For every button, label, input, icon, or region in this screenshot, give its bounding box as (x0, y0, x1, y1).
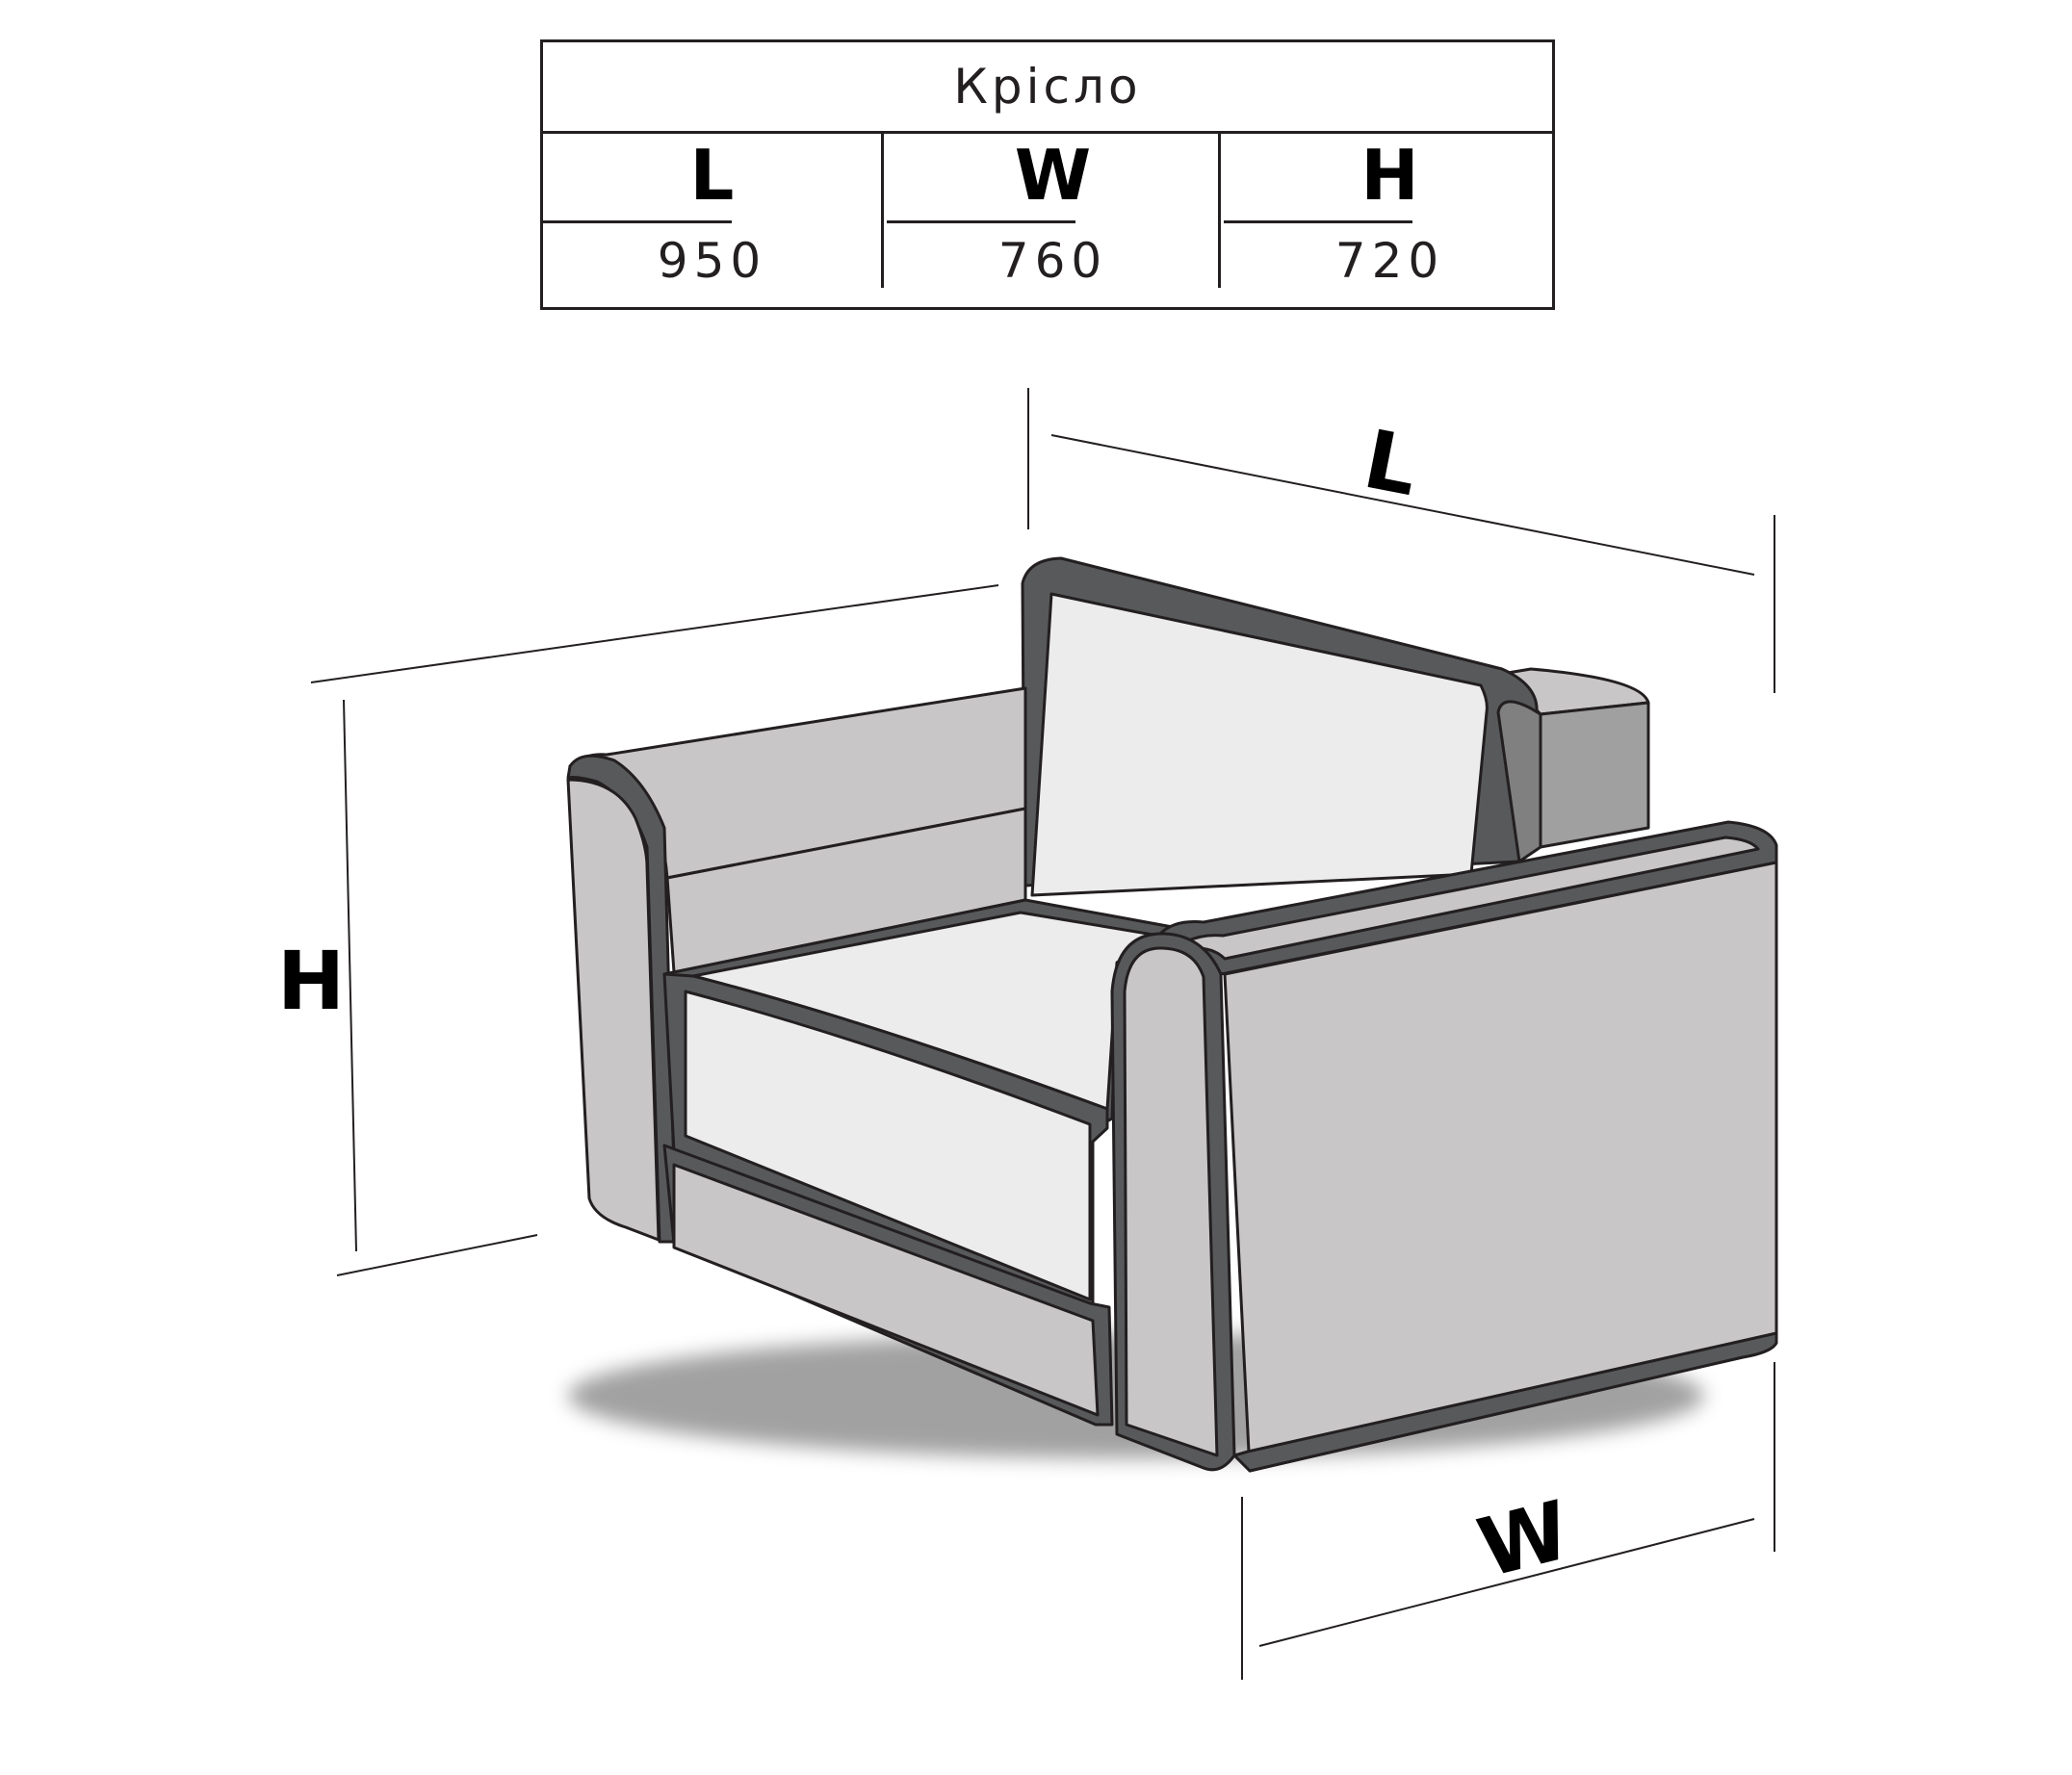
seat-front-face (684, 990, 1092, 1301)
armchair (566, 556, 1778, 1473)
column-length: L 950 (543, 134, 881, 289)
column-divider (881, 134, 884, 288)
left-arm-front (566, 778, 660, 1242)
column-length-rule (543, 220, 732, 223)
column-height-rule (1224, 220, 1412, 223)
dim-length-line (1050, 434, 1755, 576)
table-title: Крісло (543, 42, 1552, 134)
dim-width-line (1258, 1518, 1755, 1647)
backrest-side (1496, 700, 1542, 863)
column-divider (1218, 134, 1221, 288)
dimensions-table: Крісло L 950 W 760 H 720 (540, 39, 1555, 310)
dim-length-label: L (1357, 412, 1425, 514)
dimension-lines (310, 388, 1775, 1680)
column-height-label: H (1360, 135, 1419, 216)
column-width-rule (887, 220, 1075, 223)
column-length-label: L (689, 135, 735, 216)
backrest-face (1030, 592, 1489, 897)
dim-height-line (343, 699, 357, 1252)
base-front-face (672, 1163, 1100, 1417)
column-width: W 760 (884, 134, 1222, 289)
column-length-value: 950 (657, 233, 767, 289)
right-arm-inner-front (1123, 946, 1219, 1457)
left-arm-front-trim (566, 754, 678, 1244)
dim-width-label: W (1469, 1482, 1579, 1596)
back-right-arm-front (1539, 701, 1650, 849)
column-height-value: 720 (1334, 233, 1445, 289)
right-arm-side-bottom (1232, 1331, 1778, 1473)
column-width-label: W (1014, 135, 1092, 216)
dim-top-ext (310, 584, 999, 683)
dim-height-label: H (277, 934, 345, 1028)
column-height: H 720 (1221, 134, 1559, 289)
right-arm-top (1184, 836, 1760, 961)
column-width-value: 760 (997, 233, 1108, 289)
dim-bottom-ext (336, 1234, 538, 1276)
